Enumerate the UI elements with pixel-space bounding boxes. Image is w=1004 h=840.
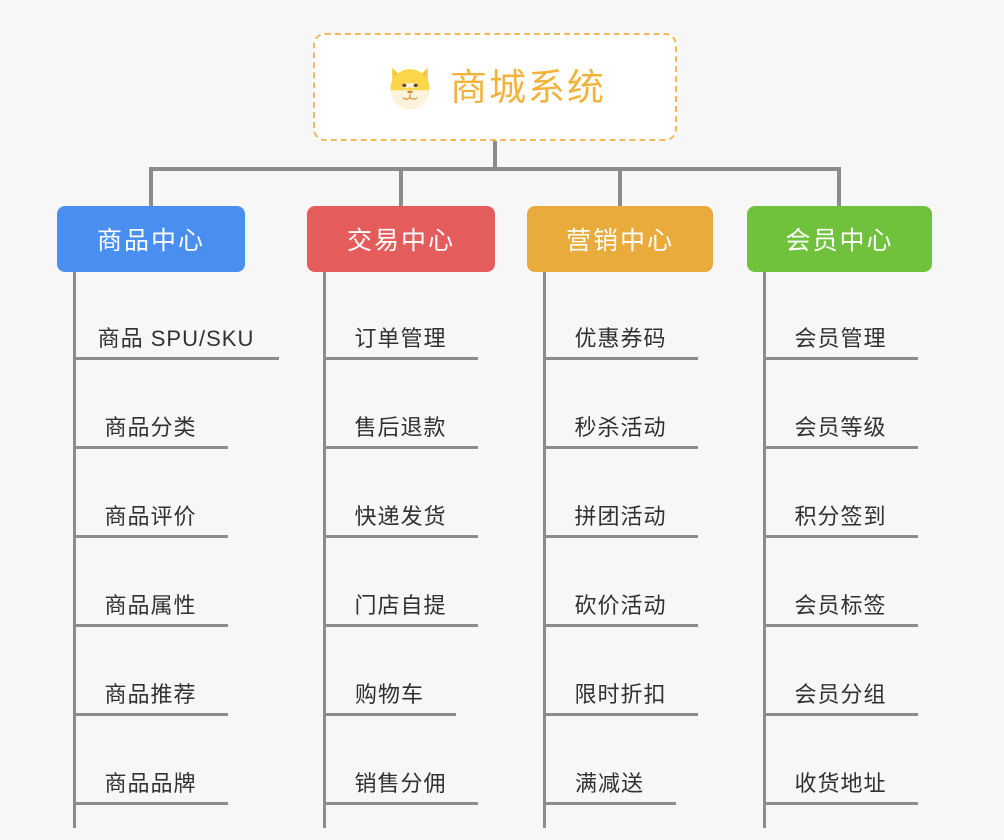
list-item-label: 订单管理 [354, 325, 447, 351]
list-item[interactable]: 商品分类 [73, 361, 228, 449]
list-item[interactable]: 售后退款 [323, 361, 478, 449]
category-header-2-label: 交易中心 [346, 227, 455, 255]
list-item-label: 会员管理 [794, 325, 887, 351]
shiba-dog-icon [390, 67, 430, 110]
list-item[interactable]: 快递发货 [323, 450, 478, 538]
list-item-label: 门店自提 [354, 592, 447, 618]
root-title: 商城系统 [450, 66, 606, 108]
list-item-label: 会员标签 [794, 592, 887, 618]
list-item-label: 会员等级 [794, 414, 887, 440]
list-item[interactable]: 会员标签 [763, 539, 918, 627]
connector-drop-3 [618, 167, 622, 208]
list-item-label: 满减送 [574, 770, 644, 796]
list-item[interactable]: 砍价活动 [543, 539, 698, 627]
list-item-label: 收货地址 [794, 770, 887, 796]
list-item[interactable]: 会员管理 [763, 272, 918, 360]
list-item-label: 拼团活动 [574, 503, 667, 529]
list-item[interactable]: 收货地址 [763, 717, 918, 805]
list-item-label: 售后退款 [354, 414, 447, 440]
list-item-label: 商品分类 [104, 414, 197, 440]
root-node[interactable]: 商城系统 [313, 33, 677, 141]
list-item[interactable]: 购物车 [323, 628, 456, 716]
column-spine-2 [323, 272, 326, 828]
list-item[interactable]: 商品 SPU/SKU [73, 272, 279, 360]
list-item-label: 秒杀活动 [574, 414, 667, 440]
list-item-label: 商品品牌 [104, 770, 197, 796]
connector-drop-1 [149, 167, 153, 208]
category-header-3-label: 营销中心 [565, 227, 674, 255]
list-item-label: 销售分佣 [354, 770, 447, 796]
list-item[interactable]: 商品评价 [73, 450, 228, 538]
category-header-4[interactable]: 会员中心 [747, 206, 932, 272]
list-item[interactable]: 商品推荐 [73, 628, 228, 716]
connector-drop-2 [399, 167, 403, 208]
list-item[interactable]: 商品属性 [73, 539, 228, 627]
connector-horizontal-bus [149, 167, 841, 171]
list-item[interactable]: 订单管理 [323, 272, 478, 360]
connector-root-trunk [493, 141, 497, 169]
category-header-2[interactable]: 交易中心 [307, 206, 495, 272]
connector-drop-4 [837, 167, 841, 208]
category-header-3[interactable]: 营销中心 [527, 206, 713, 272]
list-item-label: 快递发货 [354, 503, 447, 529]
list-item-label: 砍价活动 [574, 592, 667, 618]
category-header-4-label: 会员中心 [785, 227, 894, 255]
list-item[interactable]: 会员分组 [763, 628, 918, 716]
list-item-label: 会员分组 [794, 681, 887, 707]
column-spine-1 [73, 272, 76, 828]
list-item-label: 购物车 [354, 681, 424, 707]
list-item[interactable]: 会员等级 [763, 361, 918, 449]
category-header-1[interactable]: 商品中心 [57, 206, 245, 272]
column-spine-4 [763, 272, 766, 828]
list-item[interactable]: 拼团活动 [543, 450, 698, 538]
list-item-label: 商品属性 [104, 592, 197, 618]
list-item[interactable]: 销售分佣 [323, 717, 478, 805]
column-spine-3 [543, 272, 546, 828]
list-item[interactable]: 限时折扣 [543, 628, 698, 716]
list-item[interactable]: 积分签到 [763, 450, 918, 538]
list-item[interactable]: 满减送 [543, 717, 676, 805]
list-item-label: 积分签到 [794, 503, 887, 529]
list-item-label: 限时折扣 [574, 681, 667, 707]
category-header-1-label: 商品中心 [96, 227, 205, 255]
list-item[interactable]: 商品品牌 [73, 717, 228, 805]
list-item[interactable]: 优惠券码 [543, 272, 698, 360]
list-item-label: 商品评价 [104, 503, 197, 529]
list-item-label: 优惠券码 [574, 325, 667, 351]
list-item[interactable]: 秒杀活动 [543, 361, 698, 449]
list-item-label: 商品推荐 [104, 681, 197, 707]
list-item-label: 商品 SPU/SKU [97, 325, 255, 351]
list-item[interactable]: 门店自提 [323, 539, 478, 627]
